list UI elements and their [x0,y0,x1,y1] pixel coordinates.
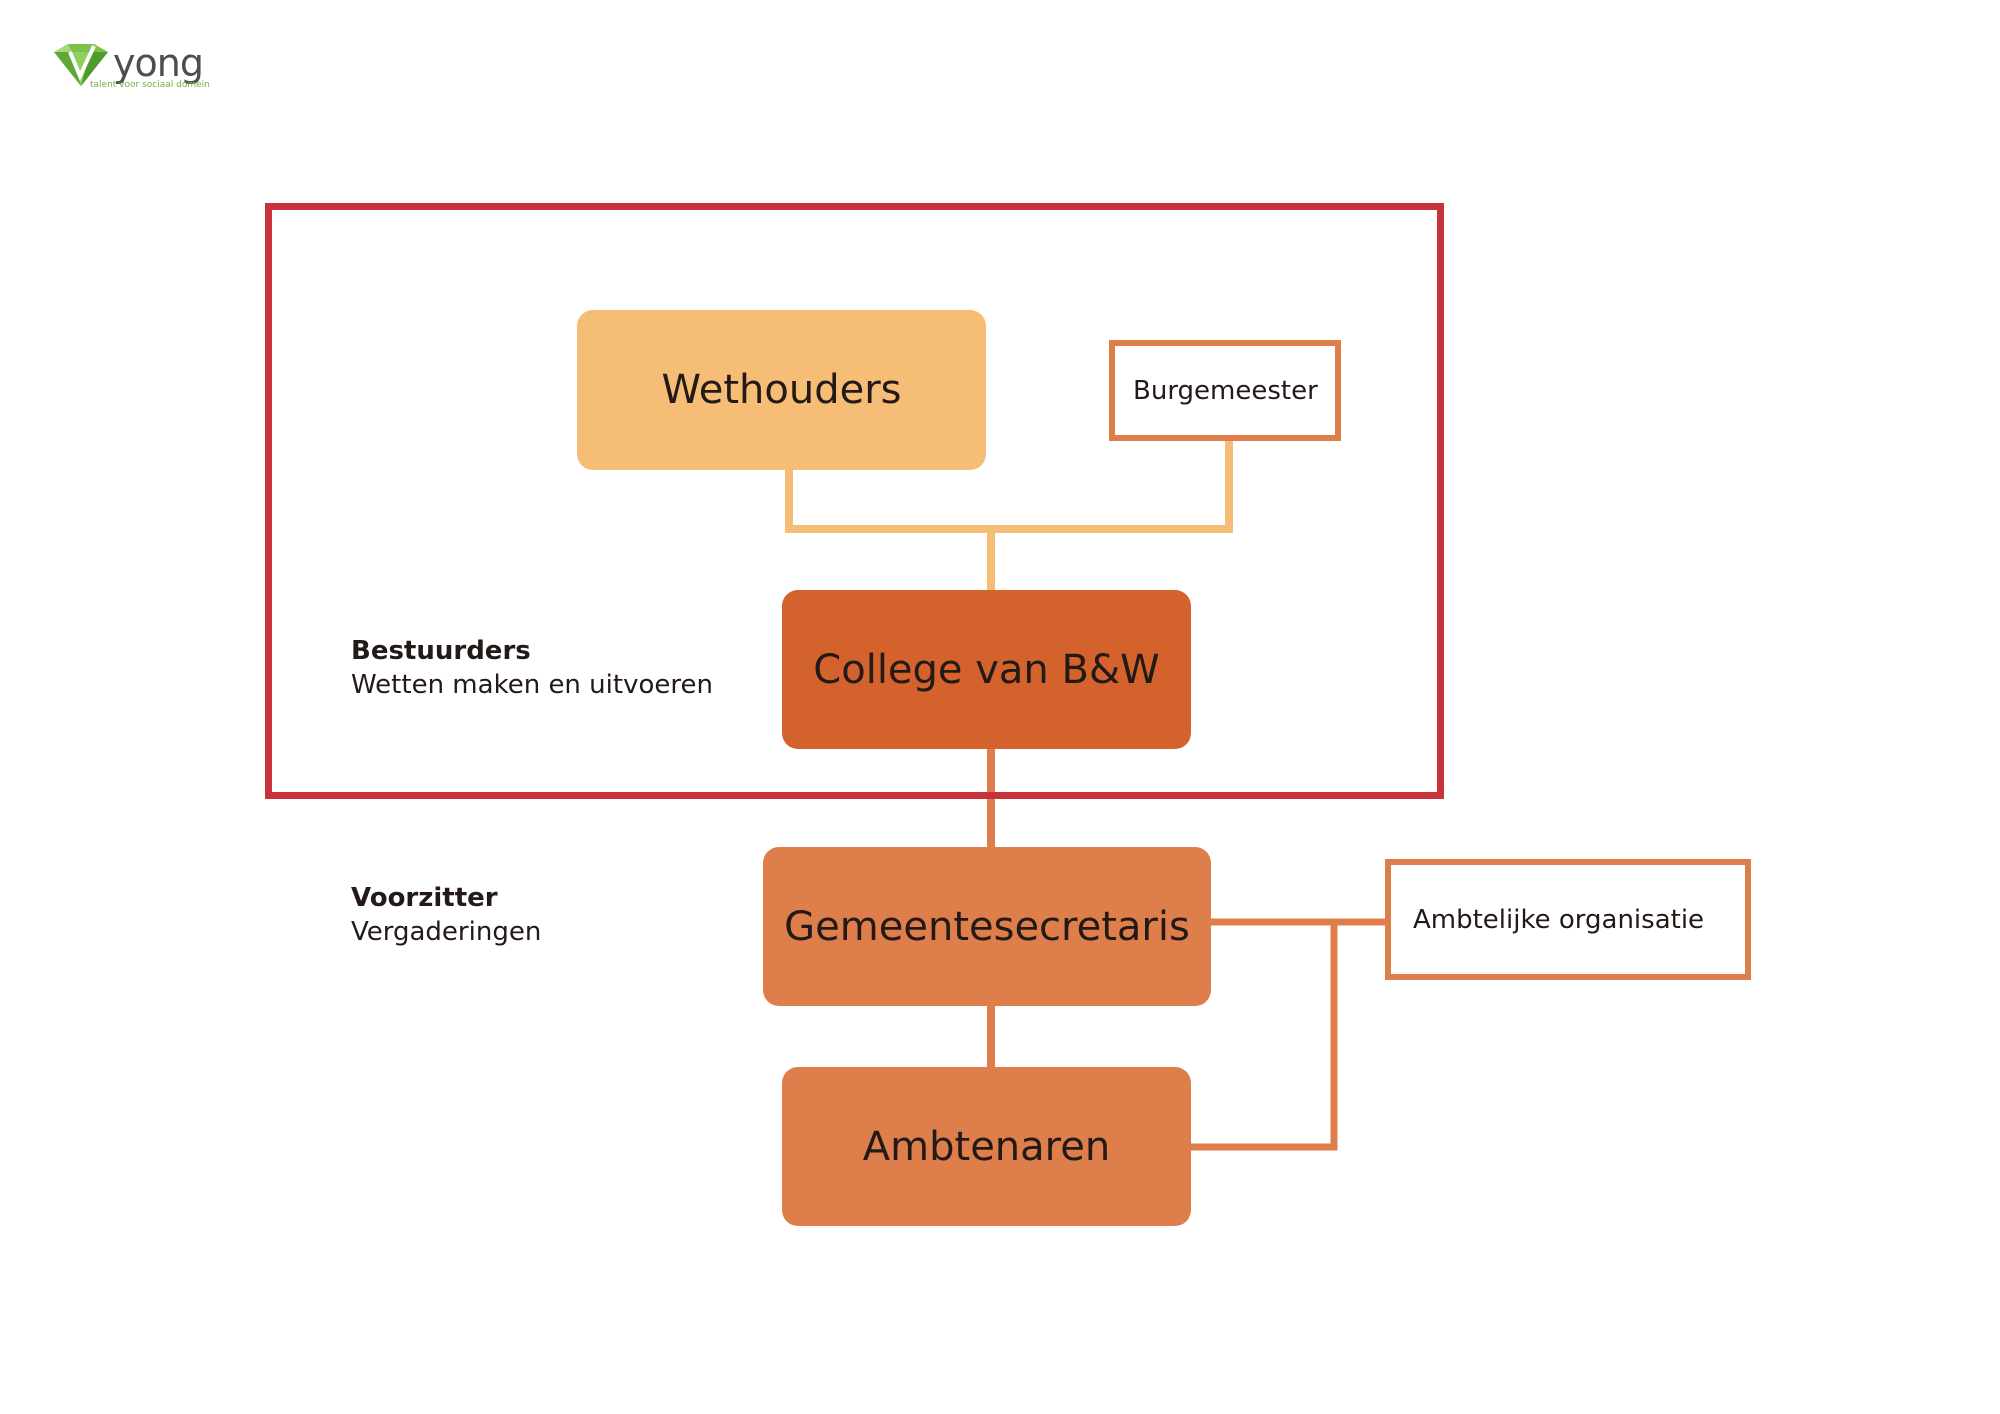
note-voorzitter-title: Voorzitter [351,883,498,913]
note-bestuurders-text: Wetten maken en uitvoeren [351,670,713,700]
logo-tagline: talent voor sociaal domein [90,80,210,90]
node-wethouders-label: Wethouders [661,367,902,413]
node-ambtenaren: Ambtenaren [782,1067,1191,1226]
connector-wethouders [785,470,991,533]
logo-wordmark: yong [113,41,204,85]
node-ambtelijke-organisatie: Ambtelijke organisatie [1385,859,1751,980]
node-gemeentesecretaris: Gemeentesecretaris [763,847,1211,1006]
node-college-label: College van B&W [813,646,1160,693]
green-gem-logo-icon [54,44,108,86]
note-voorzitter-text: Vergaderingen [351,917,542,947]
node-burgemeester-label: Burgemeester [1133,375,1318,406]
connector-ambtenaren-ambtelijk [1191,922,1338,1151]
node-ambtenaren-label: Ambtenaren [862,1123,1111,1170]
note-bestuurders-title: Bestuurders [351,636,531,666]
node-burgemeester: Burgemeester [1109,340,1341,441]
node-college-van-bw: College van B&W [782,590,1191,749]
connector-burgemeester [991,441,1233,533]
node-ambtelijke-organisatie-label: Ambtelijke organisatie [1413,904,1705,935]
yong-logo: yong talent voor sociaal domein [50,40,230,100]
note-voorzitter: Voorzitter Vergaderingen [351,881,541,949]
node-gemeentesecretaris-label: Gemeentesecretaris [784,903,1190,950]
node-wethouders: Wethouders [577,310,986,470]
bestuurders-frame [265,203,1444,799]
note-bestuurders: Bestuurders Wetten maken en uitvoeren [351,634,713,702]
